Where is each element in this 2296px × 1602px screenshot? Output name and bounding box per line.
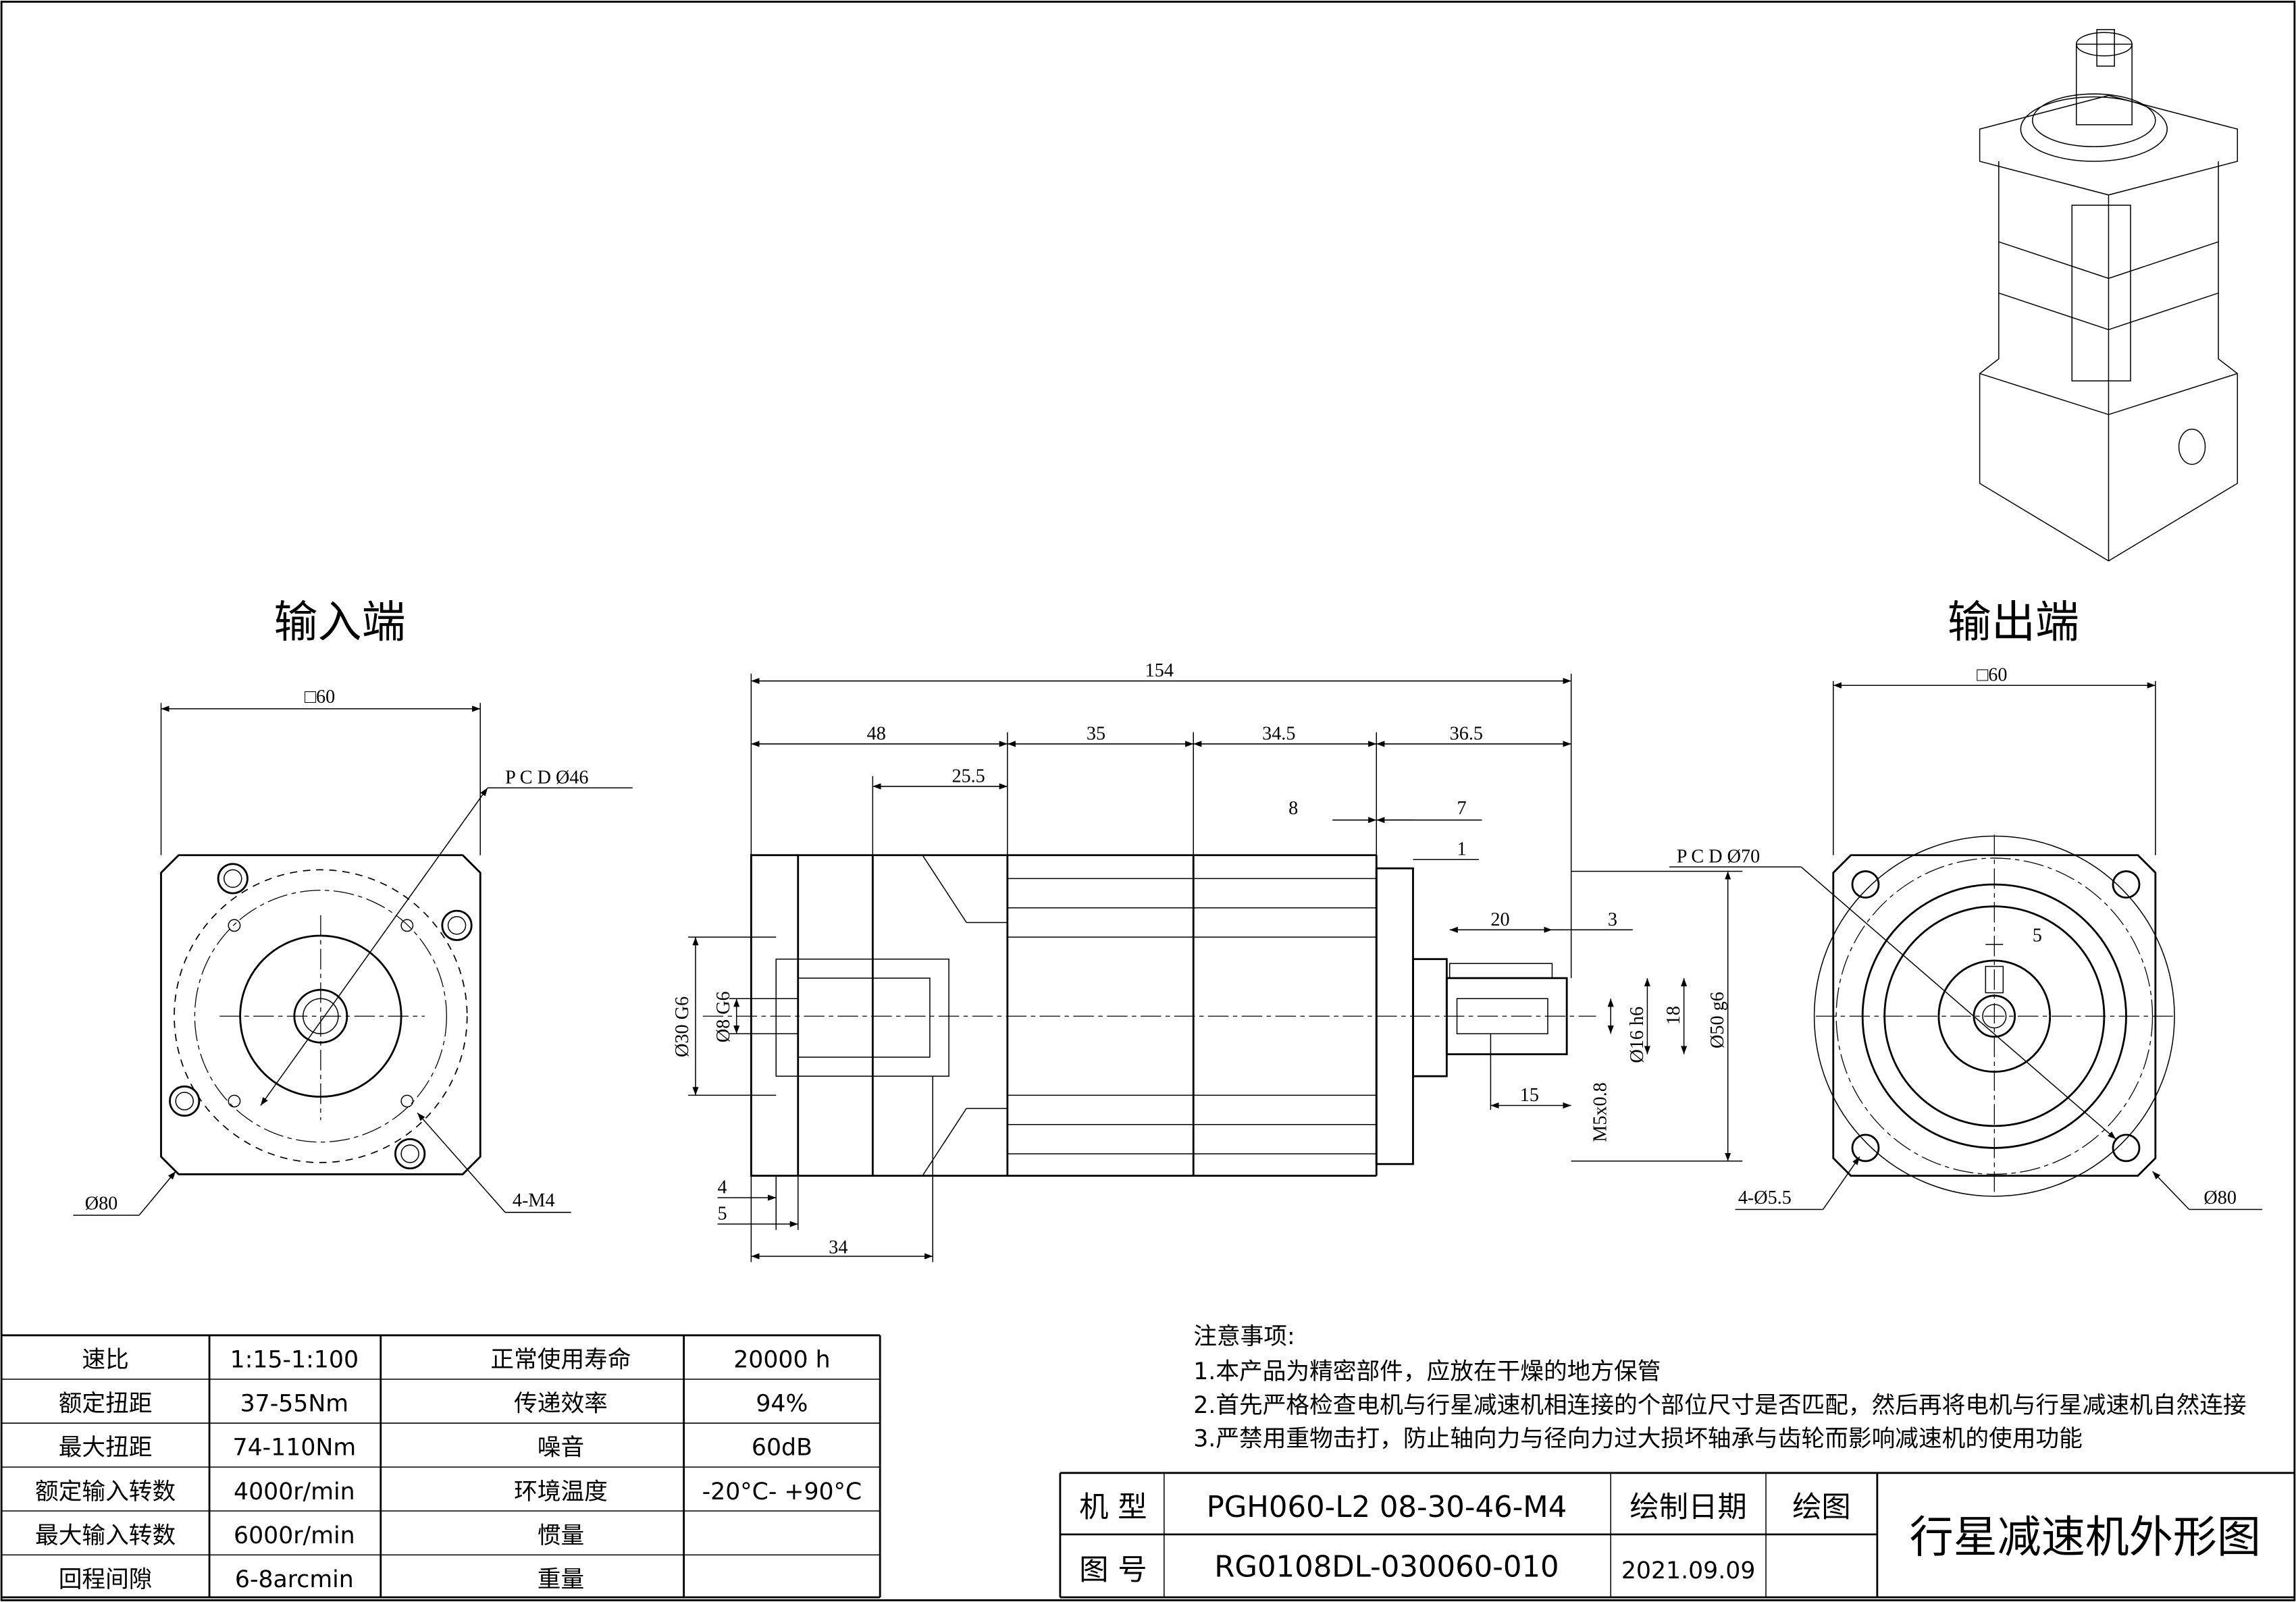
notes: 注意事项: 1.本产品为精密部件，应放在干燥的地方保管 2.首先严格检查电机与行… xyxy=(1193,1323,2246,1453)
dim-34: 34 xyxy=(829,1237,847,1258)
output-end-view xyxy=(1669,680,2263,1210)
side-dimension-lines xyxy=(688,673,1743,1262)
date-label: 绘制日期 xyxy=(1629,1491,1746,1524)
drawn-label: 绘图 xyxy=(1792,1491,1851,1524)
dim-seg1: 48 xyxy=(867,723,886,744)
dim-seg2: 35 xyxy=(1087,723,1105,744)
isometric-view xyxy=(1979,29,2239,562)
dim-pilot: Ø50 g6 xyxy=(1707,992,1728,1048)
spec-label: 环境温度 xyxy=(514,1478,608,1505)
input-square-dim: □60 xyxy=(305,687,335,707)
dim-thread-depth: 15 xyxy=(1520,1085,1539,1106)
output-outer-dim: Ø80 xyxy=(2203,1187,2237,1208)
spec-value: 6-8arcmin xyxy=(235,1566,354,1593)
spec-label: 正常使用寿命 xyxy=(490,1347,631,1374)
spec-label: 惯量 xyxy=(538,1522,584,1549)
input-outer-dim: Ø80 xyxy=(85,1193,118,1214)
note-item: 2.首先严格检查电机与行星减速机相连接的个部位尺寸是否匹配，然后再将电机与行星减… xyxy=(1193,1392,2246,1419)
dim-input-bore: Ø8 G6 xyxy=(713,991,734,1042)
output-holes-dim: 4-Ø5.5 xyxy=(1738,1187,1792,1208)
note-item: 3.严禁用重物击打，防止轴向力与径向力过大损坏轴承与齿轮而影响减速机的使用功能 xyxy=(1193,1426,2083,1453)
spec-value: 60dB xyxy=(752,1435,812,1462)
spec-label: 最大输入转数 xyxy=(35,1522,176,1549)
dim-shaft: Ø16 h6 xyxy=(1627,1007,1648,1063)
notes-title: 注意事项: xyxy=(1193,1323,1295,1350)
date-value: 2021.09.09 xyxy=(1621,1557,1756,1584)
drawing-title: 行星减速机外形图 xyxy=(1910,1512,2261,1563)
output-square-dim: □60 xyxy=(1977,665,2007,686)
spec-value: 74-110Nm xyxy=(233,1435,357,1462)
output-key-dim: 5 xyxy=(2033,926,2042,946)
spec-label: 传递效率 xyxy=(514,1391,608,1418)
dim-1: 1 xyxy=(1457,839,1467,860)
dim-key-length: 20 xyxy=(1490,909,1509,930)
dim-4: 4 xyxy=(717,1177,727,1198)
spec-value: -20°C- +90°C xyxy=(702,1478,862,1505)
dim-key-height: 18 xyxy=(1663,1006,1684,1025)
spec-value: 6000r/min xyxy=(234,1522,355,1549)
dim-seg4: 36.5 xyxy=(1450,723,1483,744)
model-label: 机 型 xyxy=(1079,1491,1147,1524)
spec-label: 额定扭距 xyxy=(59,1391,153,1418)
spec-label: 最大扭距 xyxy=(59,1435,153,1462)
drawing-number-value: RG0108DL-030060-010 xyxy=(1214,1551,1559,1584)
output-pcd-dim: P C D Ø70 xyxy=(1677,847,1760,867)
input-holes-dim: 4-M4 xyxy=(513,1190,555,1211)
dim-overall: 154 xyxy=(1145,660,1174,681)
spec-label: 回程间隙 xyxy=(59,1566,153,1593)
input-end-label: 输入端 xyxy=(273,597,405,648)
spec-value: 94% xyxy=(756,1391,808,1418)
dim-5: 5 xyxy=(717,1204,727,1225)
dim-seg3: 34.5 xyxy=(1262,723,1295,744)
dim-key-offset: 3 xyxy=(1608,909,1617,930)
input-pcd-dim: P C D Ø46 xyxy=(505,767,588,788)
output-end-label: 输出端 xyxy=(1948,597,2079,648)
dim-8: 8 xyxy=(1288,798,1298,819)
side-section-view xyxy=(702,854,1596,1177)
title-block: 机 型 PGH060-L2 08-30-46-M4 绘制日期 绘图 图 号 RG… xyxy=(1059,1472,2295,1599)
drawing-number-label: 图 号 xyxy=(1079,1553,1147,1587)
note-item: 1.本产品为精密部件，应放在干燥的地方保管 xyxy=(1193,1358,1661,1385)
spec-table: 速比 1:15-1:100 正常使用寿命 20000 h 额定扭距 37-55N… xyxy=(1,1334,881,1599)
dim-thread: M5x0.8 xyxy=(1590,1082,1611,1142)
spec-value: 1:15-1:100 xyxy=(230,1347,359,1374)
spec-label: 速比 xyxy=(82,1347,128,1374)
spec-value: 37-55Nm xyxy=(240,1391,349,1418)
dim-7: 7 xyxy=(1457,798,1467,819)
spec-label: 额定输入转数 xyxy=(35,1478,176,1505)
dim-bore: Ø30 G6 xyxy=(672,996,693,1057)
spec-value: 4000r/min xyxy=(234,1478,355,1505)
dim-inner: 25.5 xyxy=(951,766,985,786)
spec-label: 噪音 xyxy=(538,1435,584,1462)
input-end-view xyxy=(73,703,633,1216)
model-value: PGH060-L2 08-30-46-M4 xyxy=(1207,1491,1567,1524)
spec-value: 20000 h xyxy=(733,1347,830,1374)
spec-label: 重量 xyxy=(538,1566,584,1593)
